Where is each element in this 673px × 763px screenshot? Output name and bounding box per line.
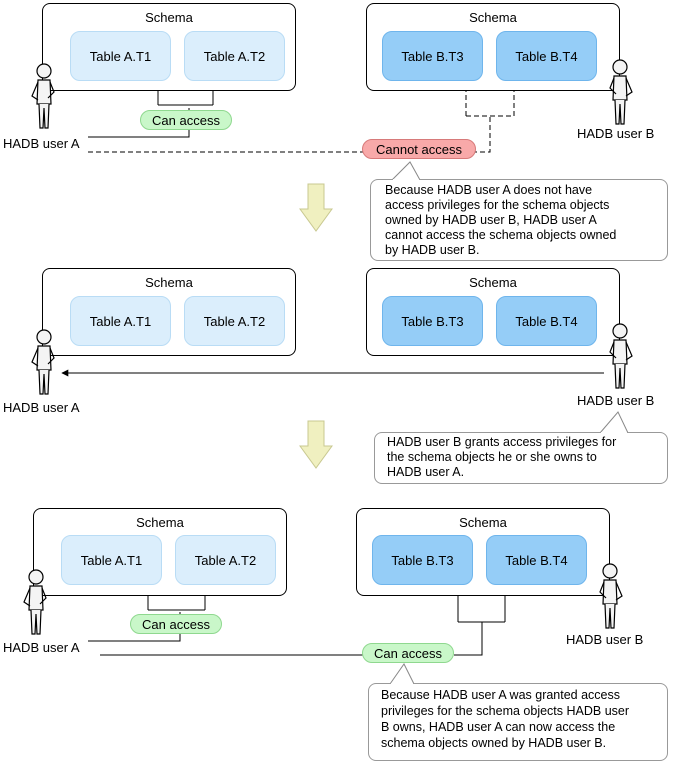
can-access-badge: Can access <box>130 614 222 634</box>
panel3-schema-a: Schema Table A.T1 Table A.T2 <box>33 508 287 596</box>
table-b-t4: Table B.T4 <box>496 296 597 346</box>
user-b-label: HADB user B <box>577 126 655 141</box>
user-b-label: HADB user B <box>577 393 655 408</box>
user-a-label: HADB user A <box>3 640 80 655</box>
person-icon <box>31 329 55 395</box>
table-b-t4: Table B.T4 <box>496 31 597 81</box>
callout-line: HADB user A. <box>387 465 465 479</box>
transition-arrow-icon <box>299 420 333 469</box>
callout-line: the schema objects he or she owns to <box>387 450 597 464</box>
callout-line: schema objects owned by HADB user B. <box>381 736 607 750</box>
callout-line: Because HADB user A does not have <box>385 183 593 197</box>
table-a-t1: Table A.T1 <box>70 31 171 81</box>
can-access-badge: Can access <box>362 643 454 663</box>
callout-line: cannot access the schema objects owned <box>385 228 617 242</box>
callout-line: privileges for the schema objects HADB u… <box>381 704 630 718</box>
table-a-t2: Table A.T2 <box>184 31 285 81</box>
table-a-t2: Table A.T2 <box>175 535 276 585</box>
callout-line: by HADB user B. <box>385 243 480 257</box>
callout-line: owned by HADB user B, HADB user A <box>385 213 597 227</box>
panel3-callout-pointer <box>389 663 415 685</box>
pointer-join <box>393 179 419 181</box>
table-b-t3: Table B.T3 <box>372 535 473 585</box>
pointer-join <box>601 432 627 434</box>
person-icon <box>31 63 55 129</box>
callout-line: Because HADB user A was granted access <box>381 688 621 702</box>
schema-label: Schema <box>136 515 184 530</box>
table-b-t4: Table B.T4 <box>486 535 587 585</box>
transition-arrow-icon <box>299 183 333 232</box>
cannot-access-badge: Cannot access <box>362 139 476 159</box>
schema-label: Schema <box>469 275 517 290</box>
person-icon <box>23 569 47 635</box>
panel1-callout-pointer <box>391 161 421 181</box>
table-a-t2: Table A.T2 <box>184 296 285 346</box>
schema-label: Schema <box>145 10 193 25</box>
panel2-schema-a: Schema Table A.T1 Table A.T2 <box>42 268 296 356</box>
panel3-schema-b: Schema Table B.T3 Table B.T4 <box>356 508 610 596</box>
table-a-t1: Table A.T1 <box>61 535 162 585</box>
schema-label: Schema <box>459 515 507 530</box>
schema-label: Schema <box>469 10 517 25</box>
schema-label: Schema <box>145 275 193 290</box>
callout-line: B owns, HADB user A can now access the <box>381 720 616 734</box>
callout-line: HADB user B grants access privileges for <box>387 435 617 449</box>
person-icon <box>599 563 623 629</box>
person-icon <box>609 59 633 125</box>
panel1-schema-b: Schema Table B.T3 Table B.T4 <box>366 3 620 91</box>
user-a-label: HADB user A <box>3 400 80 415</box>
table-a-t1: Table A.T1 <box>70 296 171 346</box>
callout-line: access privileges for the schema objects <box>385 198 610 212</box>
panel3-callout: Because HADB user A was granted access p… <box>368 683 668 761</box>
panel2-callout-pointer <box>599 411 629 434</box>
user-b-label: HADB user B <box>566 632 644 647</box>
panel1-callout: Because HADB user A does not have access… <box>370 179 668 261</box>
table-b-t3: Table B.T3 <box>382 296 483 346</box>
table-b-t3: Table B.T3 <box>382 31 483 81</box>
pointer-join <box>391 683 413 685</box>
user-a-label: HADB user A <box>3 136 80 151</box>
person-icon <box>609 323 633 389</box>
panel2-schema-b: Schema Table B.T3 Table B.T4 <box>366 268 620 356</box>
panel1-schema-a: Schema Table A.T1 Table A.T2 <box>42 3 296 91</box>
can-access-badge: Can access <box>140 110 232 130</box>
panel2-callout: HADB user B grants access privileges for… <box>374 432 668 484</box>
